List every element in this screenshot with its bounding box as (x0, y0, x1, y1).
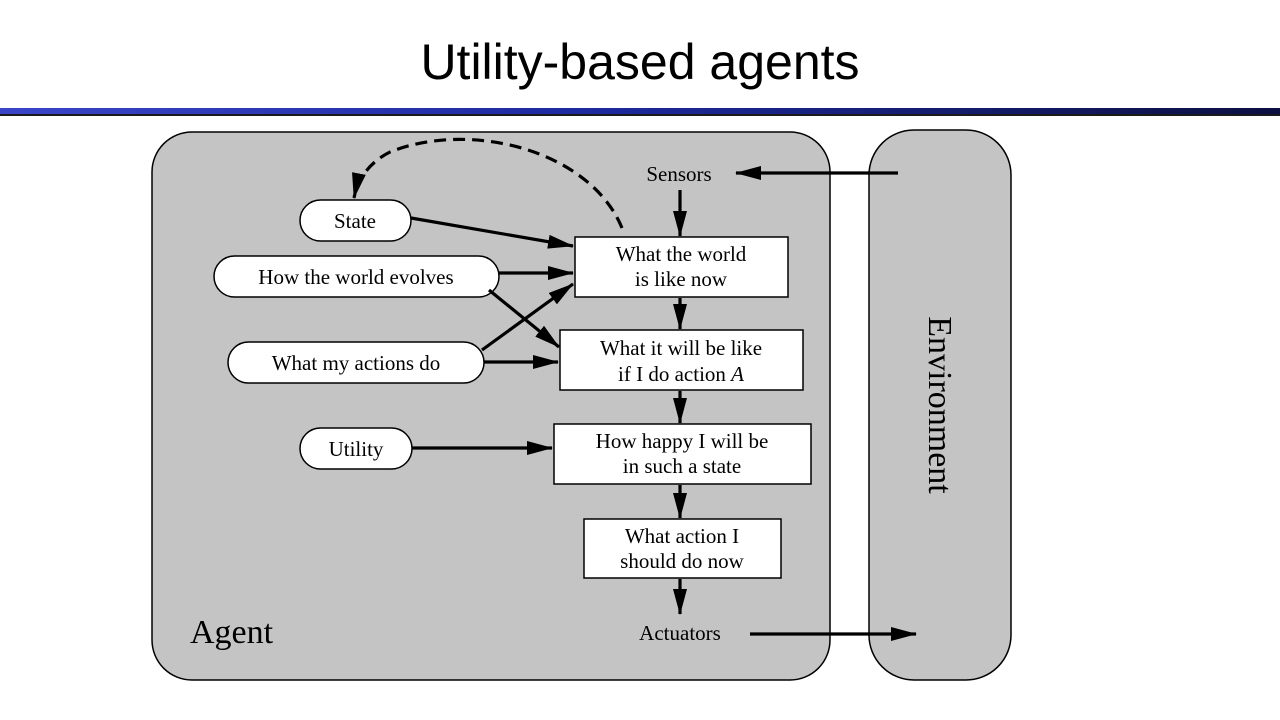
utility-label: Utility (329, 437, 384, 461)
state-node (299, 199, 412, 242)
world-now-box (574, 236, 789, 298)
environment-label: Environment (921, 316, 958, 494)
how-world-evolves-label: How the world evolves (258, 265, 453, 289)
agent-panel (151, 131, 831, 681)
what-action-line2: should do now (620, 549, 745, 573)
will-be-like-line2: if I do action A (618, 362, 744, 386)
slide-title: Utility-based agents (420, 34, 860, 90)
how-happy-line1: How happy I will be (596, 429, 769, 453)
agent-label: Agent (190, 614, 274, 651)
how-world-evolves-node (213, 255, 500, 298)
what-my-actions-do-label: What my actions do (272, 351, 441, 375)
how-happy-box (553, 423, 812, 485)
title-divider (0, 105, 1280, 117)
title-divider-blue (0, 108, 1280, 114)
will-be-like-line2-text: if I do action (618, 362, 731, 386)
what-action-box (583, 518, 782, 579)
arrow-actions-to-world-now (481, 282, 574, 352)
title-divider-line (0, 114, 1280, 116)
world-now-line1: What the world (616, 242, 747, 266)
will-be-like-line1: What it will be like (600, 336, 762, 360)
will-be-like-box (559, 329, 804, 391)
action-variable: A (729, 362, 744, 386)
environment-panel (868, 129, 1012, 681)
state-label: State (334, 209, 376, 233)
how-happy-line2: in such a state (623, 454, 741, 478)
sensors-label: Sensors (646, 162, 711, 186)
world-now-line2: is like now (635, 267, 728, 291)
arrow-state-to-world-now (410, 216, 574, 249)
actuators-label: Actuators (639, 621, 721, 645)
what-action-line1: What action I (625, 524, 739, 548)
